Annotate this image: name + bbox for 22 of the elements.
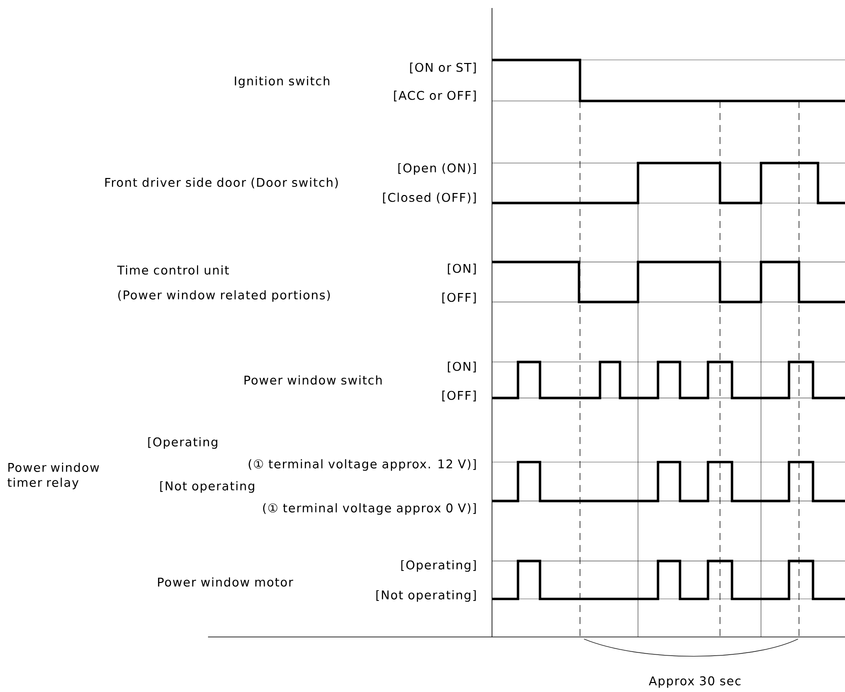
bracket-label: Front driver side door (Door switch) <box>105 178 338 188</box>
bracket-label: [ACC or OFF] <box>394 90 476 102</box>
bracket-label: [ON] <box>448 264 476 274</box>
bracket-label: [Open (ON)] <box>398 163 476 175</box>
bracket-label: (① terminal voltage approx 0 V)] <box>263 503 476 515</box>
bracket-label: [ON or ST] <box>410 62 476 74</box>
duration-label: Approx 30 sec <box>648 676 741 688</box>
signal-label: Power window motor <box>158 577 294 587</box>
signal-label: Time control unit <box>117 265 229 275</box>
bracket-label: [Not operating] <box>376 590 476 602</box>
bracket-label: [OFF] <box>442 390 476 402</box>
signal-label: Ignition switch <box>234 76 330 88</box>
signal-label: Power window switch <box>244 375 382 385</box>
signal-label: [Operating <box>148 437 218 449</box>
signal-label: [Not operating <box>160 481 254 493</box>
signal-label: Power window timer relay <box>8 462 99 490</box>
bracket-label: [ON] <box>448 362 476 372</box>
bracket-label: (① terminal voltage approx. 12 V)] <box>248 459 476 471</box>
bracket-label: [Closed (OFF)] <box>383 192 476 204</box>
signal-label: (Power window related portions) <box>118 290 330 302</box>
bracket-label: [OFF] <box>442 292 476 304</box>
bracket-label: [Operating] <box>401 560 476 572</box>
